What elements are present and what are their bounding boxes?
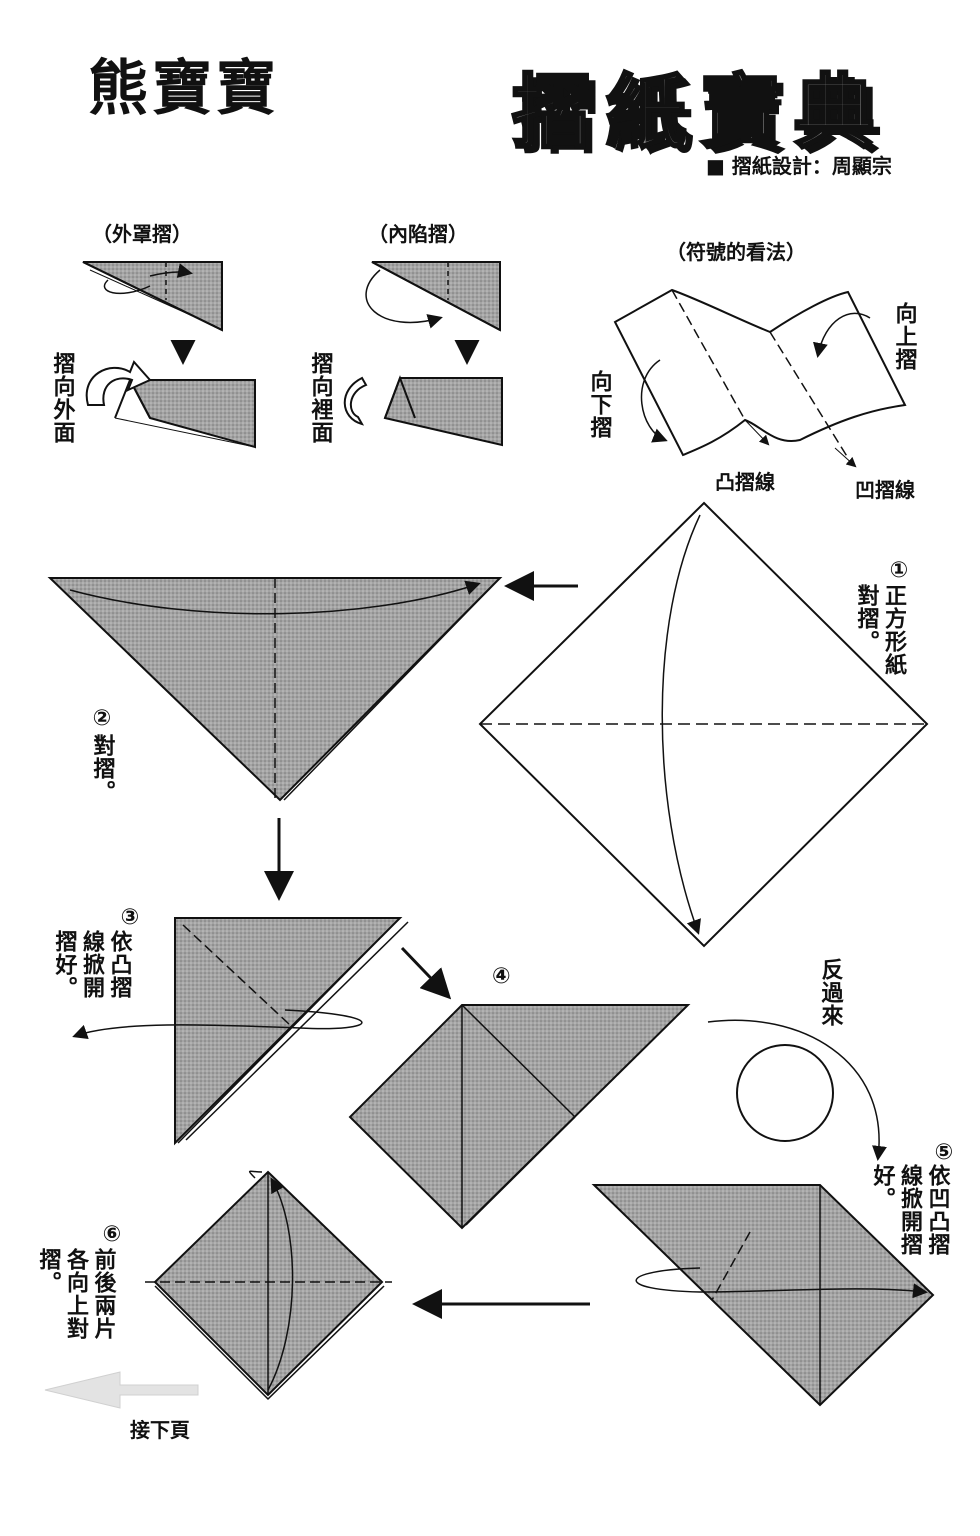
step5-diagram — [591, 1184, 935, 1407]
outside-reverse-caption: 摺向外面 — [49, 352, 75, 444]
step2-diagram — [47, 577, 503, 802]
step6-diagram — [145, 1170, 392, 1401]
next-page-arrow — [44, 1371, 199, 1409]
next-page-label[interactable]: 接下頁 — [130, 1418, 190, 1442]
step1-text: 正方形紙對摺。 — [853, 584, 907, 676]
step1-number: ① — [886, 558, 912, 584]
inside-reverse-caption: 摺向裡面 — [307, 352, 333, 444]
turn-over-icon — [707, 1019, 887, 1161]
step5-text: 依凹凸摺線掀開摺好。 — [869, 1164, 950, 1256]
fold-up-label: 向上摺 — [891, 302, 917, 371]
inside-reverse-fold-diagram — [343, 261, 503, 447]
designer-credit: ■ 摺紙設計：周顯宗 — [706, 154, 892, 178]
step4-number: ④ — [492, 964, 511, 989]
outside-reverse-title: （外罩摺） — [92, 222, 192, 246]
step1-diagram — [478, 501, 929, 948]
valley-line-label: 凹摺線 — [855, 478, 915, 502]
inside-reverse-title: （內陷摺） — [368, 222, 468, 246]
step6-number: ⑥ — [99, 1222, 125, 1248]
step3-to-step4-arrow — [400, 946, 452, 1000]
turn-over-label: 反過來 — [817, 958, 843, 1027]
step3-diagram — [72, 917, 409, 1146]
step4-diagram — [348, 1004, 691, 1230]
mountain-line-label: 凸摺線 — [715, 470, 775, 494]
step3-text: 依凸摺線掀開摺好。 — [51, 930, 132, 999]
step3-number: ③ — [117, 905, 143, 931]
step2-number: ② — [89, 706, 115, 732]
symbol-legend-diagram — [613, 288, 907, 468]
step5-number: ⑤ — [931, 1140, 957, 1166]
page-title: 熊寶寶 — [88, 54, 280, 124]
series-title: 摺紙寶典 — [511, 65, 888, 161]
step6-text: 前後兩片各向上對摺。 — [35, 1248, 116, 1340]
outside-reverse-fold-diagram — [82, 261, 256, 449]
fold-down-label: 向下摺 — [586, 370, 612, 439]
symbols-title: （符號的看法） — [666, 240, 806, 264]
step2-text: 對摺。 — [89, 734, 115, 803]
